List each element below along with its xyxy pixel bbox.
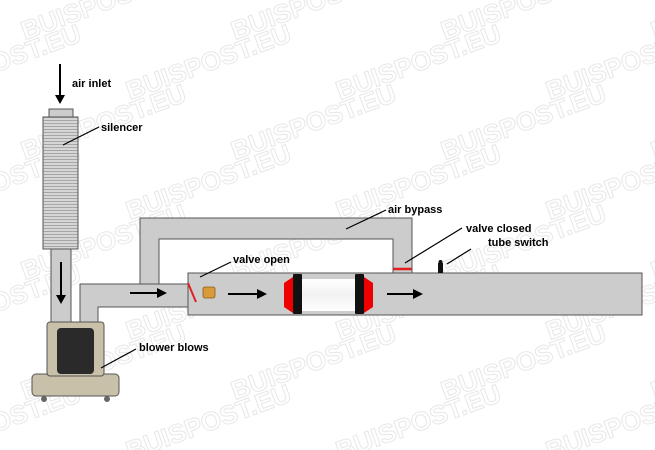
silencer	[42, 116, 79, 250]
label-tube-switch: tube switch	[488, 237, 549, 249]
blower-motor	[57, 328, 94, 374]
watermark-text: BUISPOST.EU	[122, 378, 295, 450]
carrier	[284, 274, 373, 314]
flow-arrows	[55, 64, 423, 304]
carrier-band	[355, 274, 364, 314]
tube-switch-knob	[438, 260, 443, 264]
label-air-bypass: air bypass	[388, 204, 442, 216]
label-air-inlet: air inlet	[72, 78, 111, 90]
watermark-text: BUISPOST.EU	[647, 0, 655, 46]
watermark-text: BUISPOST.EU	[647, 318, 655, 405]
watermark-text: BUISPOST.EU	[0, 18, 85, 105]
valve-open	[187, 282, 197, 303]
label-valve-open: valve open	[233, 254, 290, 266]
bypass-tube	[139, 217, 413, 286]
blower-foot	[41, 396, 47, 402]
label-blower-blows: blower blows	[139, 342, 209, 354]
label-valve-closed: valve closed	[466, 223, 531, 235]
watermark-text: BUISPOST.EU	[647, 78, 655, 165]
blower-foot	[104, 396, 110, 402]
leader-lines	[62, 126, 472, 369]
watermark-text: BUISPOST.EU	[542, 378, 655, 450]
tube-switch-icon	[438, 263, 443, 273]
carrier-band	[293, 274, 302, 314]
label-silencer: silencer	[101, 122, 143, 134]
watermark-text: BUISPOST.EU	[647, 198, 655, 285]
watermark-text: BUISPOST.EU	[332, 378, 505, 450]
blower-base	[31, 373, 120, 397]
switch-tab	[202, 286, 216, 299]
